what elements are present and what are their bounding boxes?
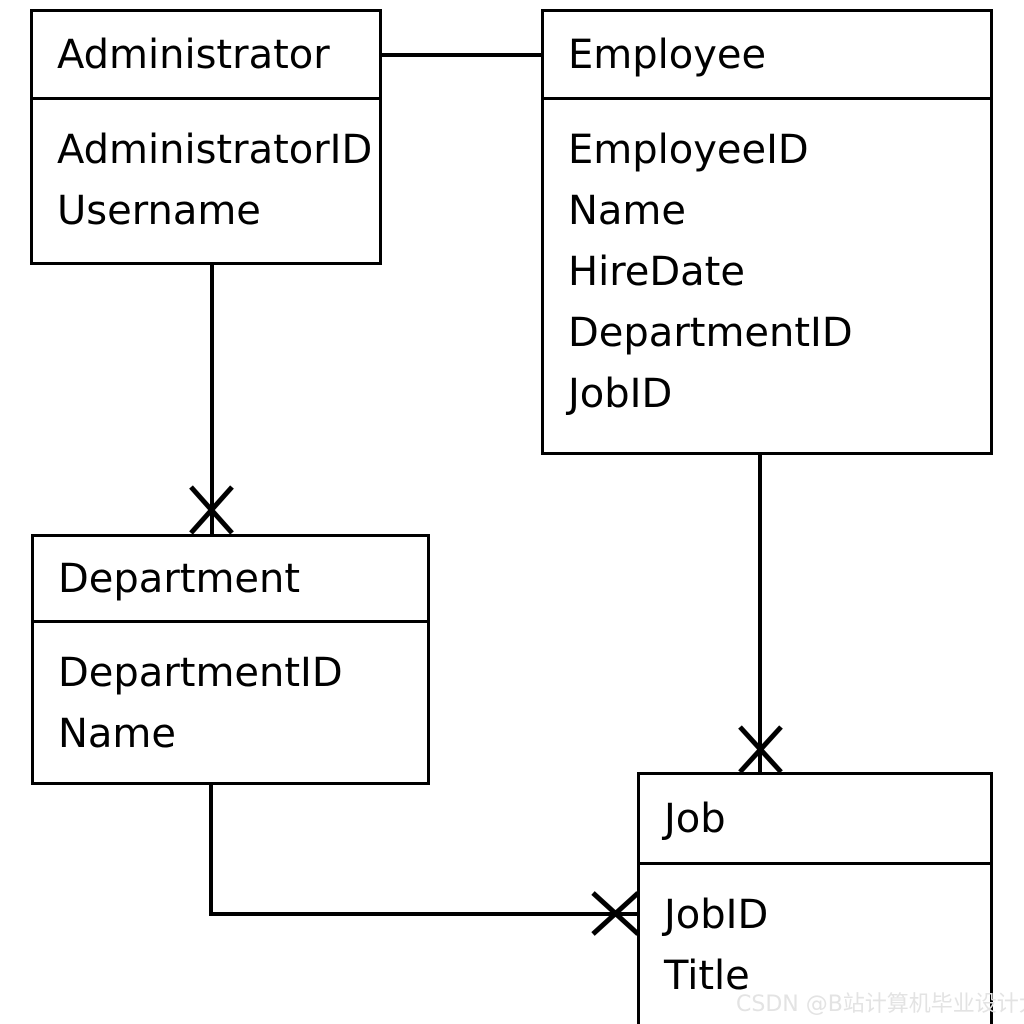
attribute-row: DepartmentID: [568, 310, 853, 356]
entity-department-title: Department: [58, 555, 301, 602]
entity-job-header: Job: [640, 775, 990, 865]
entity-administrator-header: Administrator: [33, 12, 379, 100]
entity-job-attributes: JobID Title: [640, 865, 990, 1007]
entity-administrator-attributes: AdministratorID Username: [33, 100, 379, 242]
csdn-watermark: CSDN @B站计算机毕业设计大学: [736, 992, 1024, 1017]
entity-job[interactable]: Job JobID Title: [637, 772, 993, 1024]
attribute-row: EmployeeID: [568, 127, 809, 173]
entity-employee-title: Employee: [568, 31, 767, 78]
attribute-row: Name: [58, 711, 177, 757]
attribute-row: JobID: [568, 371, 673, 417]
connector-administrator-department: [189, 263, 234, 535]
attribute-row: HireDate: [568, 249, 745, 295]
entity-department-attributes: DepartmentID Name: [34, 623, 427, 765]
attribute-row: AdministratorID: [57, 127, 373, 173]
entity-department-header: Department: [34, 537, 427, 623]
entity-employee-attributes: EmployeeID Name HireDate DepartmentID Jo…: [544, 100, 990, 425]
connector-employee-job: [738, 453, 783, 774]
connector-department-job: [209, 783, 640, 936]
entity-administrator[interactable]: Administrator AdministratorID Username: [30, 9, 382, 265]
entity-employee-header: Employee: [544, 12, 990, 100]
entity-department[interactable]: Department DepartmentID Name: [31, 534, 430, 785]
attribute-row: Username: [57, 188, 261, 234]
entity-job-title: Job: [664, 795, 726, 842]
attribute-row: Title: [664, 953, 750, 999]
entity-administrator-title: Administrator: [57, 31, 330, 78]
attribute-row: DepartmentID: [58, 650, 343, 696]
attribute-row: JobID: [664, 892, 769, 938]
entity-employee[interactable]: Employee EmployeeID Name HireDate Depart…: [541, 9, 993, 455]
attribute-row: Name: [568, 188, 687, 234]
